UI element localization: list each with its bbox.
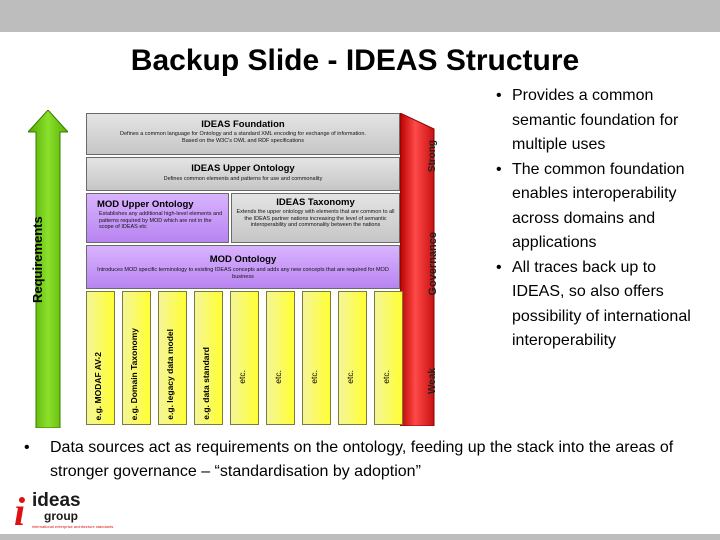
ideas-upper-ontology-box: IDEAS Upper Ontology Defines common elem… [86, 157, 400, 191]
requirements-label: Requirements [30, 216, 45, 304]
logo-ideas-text: ideas [32, 490, 81, 511]
ideas-foundation-box: IDEAS Foundation Defines a common langua… [86, 113, 400, 155]
mod-upper-ontology-title: MOD Upper Ontology [97, 199, 194, 210]
ideas-foundation-title: IDEAS Foundation [201, 119, 285, 130]
requirements-arrow [28, 110, 68, 428]
slide-title: Backup Slide - IDEAS Structure [130, 44, 580, 77]
top-decor-bar [0, 0, 720, 32]
ideas-taxonomy-title: IDEAS Taxonomy [276, 197, 355, 208]
data-source-label: etc. [381, 370, 391, 384]
governance-arrow [400, 113, 435, 426]
mod-ontology-box: MOD Ontology Introduces MOD specific ter… [86, 245, 400, 289]
bullet-dot-icon: • [24, 439, 30, 456]
bottom-decor-bar [0, 534, 720, 540]
data-source-column: e.g. Domain Taxonomy [122, 291, 151, 425]
data-source-label: e.g. data standard [201, 347, 211, 420]
data-source-column: etc. [302, 291, 331, 425]
footnote-text: Data sources act as requirements on the … [50, 439, 674, 480]
data-source-column: e.g. data standard [194, 291, 223, 425]
ideas-foundation-desc: Defines a common language for Ontology a… [120, 131, 366, 144]
mod-ontology-title: MOD Ontology [209, 254, 277, 265]
mod-upper-ontology-box: MOD Upper Ontology Establishes any addit… [86, 193, 229, 243]
data-source-columns: e.g. MODAF AV-2 e.g. Domain Taxonomy e.g… [86, 291, 403, 425]
data-source-label: e.g. MODAF AV-2 [93, 351, 103, 420]
governance-label: Governance [427, 232, 439, 296]
ideas-taxonomy-box: IDEAS Taxonomy Extends the upper ontolog… [231, 193, 400, 243]
footnote-bullet: • Data sources act as requirements on th… [24, 436, 704, 484]
governance-weak-label: Weak [427, 368, 438, 394]
data-source-label: etc. [237, 370, 247, 384]
data-source-label: etc. [273, 370, 283, 384]
logo-group-text: group [44, 509, 78, 523]
data-source-label: e.g. Domain Taxonomy [129, 327, 139, 420]
bullet-list: Provides a common semantic foundation fo… [494, 84, 694, 354]
data-source-label: e.g. legacy data model [165, 329, 175, 420]
ideas-upper-ontology-desc: Defines common elements and patterns for… [163, 176, 323, 182]
data-source-column: e.g. MODAF AV-2 [86, 291, 115, 425]
mod-upper-ontology-desc: Establishes any additional high-level el… [99, 211, 223, 230]
governance-strong-label: Strong [427, 140, 438, 173]
data-source-label: etc. [309, 370, 319, 384]
ideas-group-logo: i ideas group international enterprise a… [12, 488, 113, 534]
bullet-item: All traces back up to IDEAS, so also off… [494, 256, 694, 354]
bullet-item: The common foundation enables interopera… [494, 158, 694, 256]
logo-tagline: international enterprise architecture st… [32, 524, 114, 529]
data-source-column: etc. [374, 291, 403, 425]
mod-ontology-desc: Introduces MOD specific terminology to e… [97, 267, 389, 280]
data-source-column: etc. [338, 291, 367, 425]
data-source-column: etc. [266, 291, 295, 425]
data-source-column: e.g. legacy data model [158, 291, 187, 425]
data-source-column: etc. [230, 291, 259, 425]
ideas-upper-ontology-title: IDEAS Upper Ontology [191, 163, 295, 174]
bullet-item: Provides a common semantic foundation fo… [494, 84, 694, 158]
data-source-label: etc. [345, 370, 355, 384]
logo-i-mark: i [14, 489, 26, 534]
ideas-taxonomy-desc: Extends the upper ontology with elements… [236, 209, 395, 228]
